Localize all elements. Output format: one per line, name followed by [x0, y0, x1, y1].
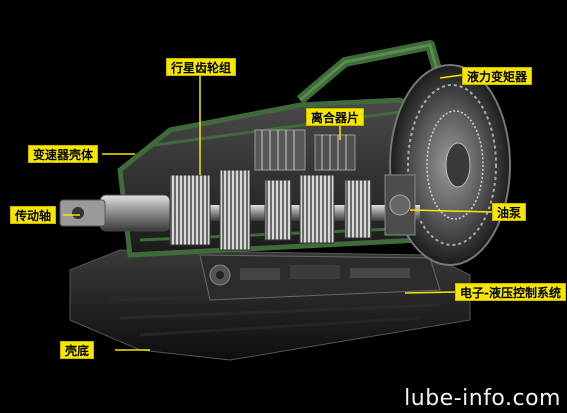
- planetary-gears-shape: [169, 169, 372, 251]
- label-torque-converter: 液力变矩器: [462, 67, 533, 85]
- oil-pump-shape: [384, 174, 416, 236]
- valve-body-shape: [199, 254, 441, 301]
- clutch-pack-shape: [254, 129, 356, 171]
- leader-oil-pump: [409, 209, 493, 213]
- label-transmission-housing: 变速器壳体: [28, 145, 99, 163]
- label-electro-hydraulic-control: 电子-液压控制系统: [455, 283, 566, 301]
- watermark-text: lube-info.com: [404, 386, 561, 411]
- leader-torque-converter: [439, 74, 463, 79]
- label-oil-pan: 壳底: [60, 341, 95, 359]
- label-oil-pump: 油泵: [492, 203, 527, 221]
- label-planetary-gear-set: 行星齿轮组: [166, 58, 237, 76]
- leader-hydraulic: [404, 291, 456, 294]
- leader-lines: [63, 74, 493, 351]
- label-drive-shaft: 传动轴: [10, 206, 57, 224]
- label-clutch-pack: 离合器片: [306, 108, 365, 126]
